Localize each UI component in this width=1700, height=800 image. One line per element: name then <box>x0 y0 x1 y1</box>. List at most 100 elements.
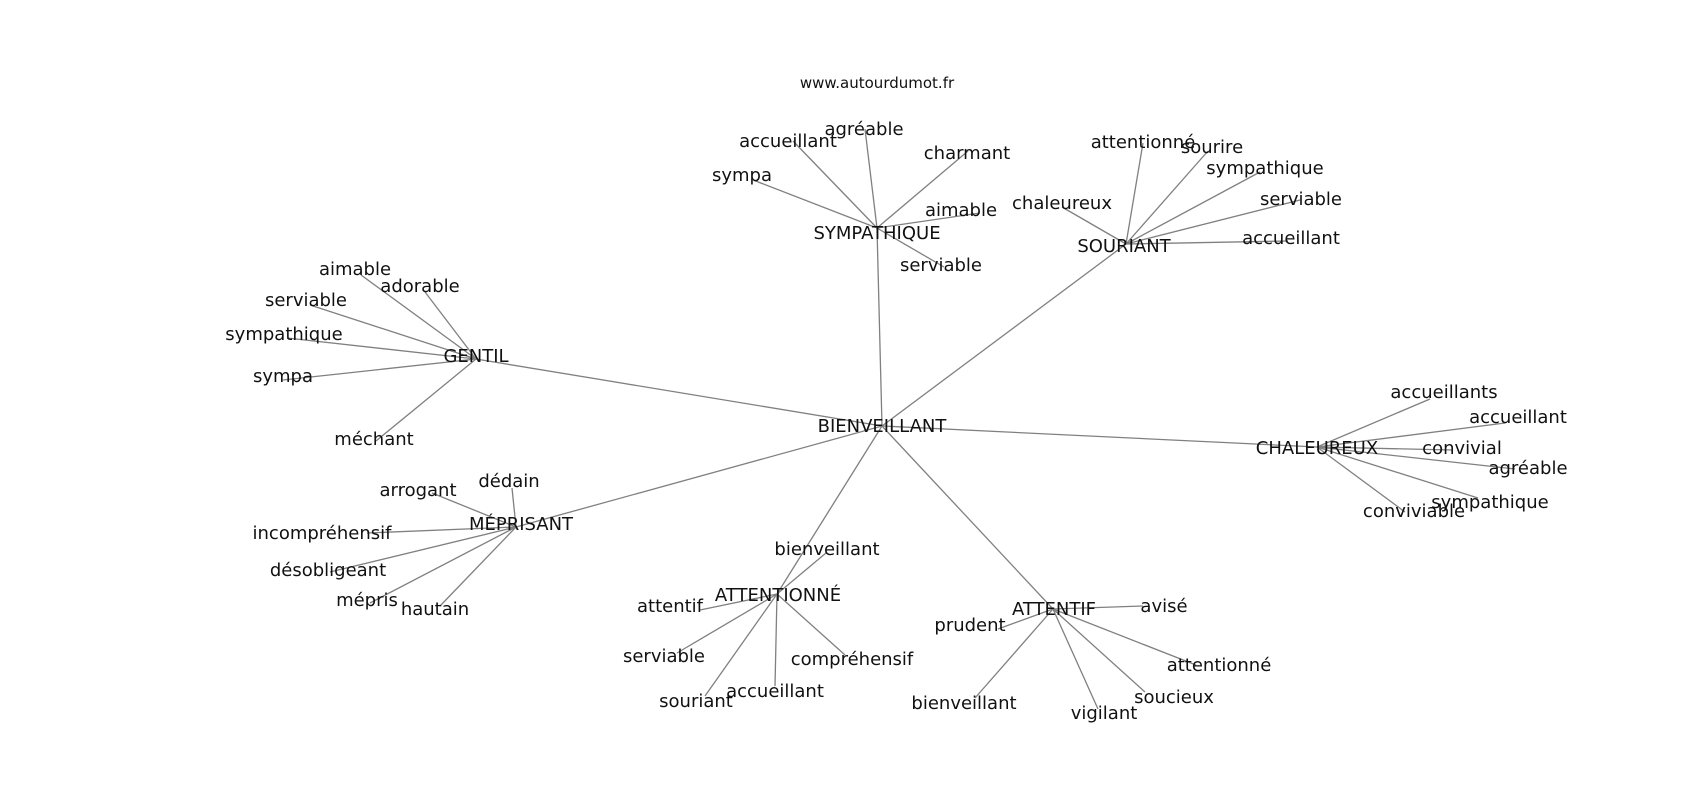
leaf-node-label: désobligeant <box>270 560 386 581</box>
leaf-node-label: agréable <box>1488 458 1567 479</box>
leaf-node-label: soucieux <box>1134 687 1214 708</box>
leaf-node-label: aimable <box>319 259 391 280</box>
leaf-node-label: souriant <box>659 691 733 712</box>
edge-meprisant-leaf <box>439 526 517 607</box>
edge-souriant-leaf <box>1125 240 1289 245</box>
leaf-node-label: accueillant <box>726 681 824 702</box>
leaf-node-label: compréhensif <box>791 649 914 670</box>
leaf-node-label: méchant <box>334 429 413 450</box>
edge-sympathique-leaf <box>752 179 878 229</box>
leaf-node-label: attentionné <box>1167 655 1272 676</box>
hub-node-label-gentil: GENTIL <box>443 346 508 367</box>
leaf-node-label: prudent <box>934 615 1005 636</box>
edge-gentil-leaf <box>360 274 477 360</box>
hub-node-label-attentif: ATTENTIF <box>1012 599 1096 620</box>
edge-souriant-leaf <box>1125 150 1209 245</box>
edge-chaleureux-leaf <box>1316 422 1506 448</box>
edge-gentil-leaf <box>286 337 477 360</box>
edge-souriant-leaf <box>1125 199 1301 245</box>
leaf-node-label: serviable <box>900 255 982 276</box>
leaf-node-label: bienveillant <box>911 693 1016 714</box>
leaf-node-label: sympathique <box>225 324 342 345</box>
leaf-node-label: serviable <box>623 646 705 667</box>
leaf-node-label: accueillants <box>1390 382 1497 403</box>
hub-node-label-chaleureux: CHALEUREUX <box>1256 438 1378 459</box>
leaf-node-label: agréable <box>824 119 903 140</box>
edge-attentionne-leaf <box>699 593 778 611</box>
leaf-node-label: avisé <box>1140 596 1187 617</box>
edge-center-attentionne <box>776 425 883 595</box>
edge-attentionne-leaf <box>776 552 827 595</box>
edge-chaleureux-leaf <box>1316 446 1406 513</box>
edge-chaleureux-leaf <box>1316 446 1516 470</box>
edge-meprisant-leaf <box>366 526 517 534</box>
hub-node-label-sympathique: SYMPATHIQUE <box>813 223 940 244</box>
edge-sympathique-leaf <box>876 150 969 229</box>
leaf-node-label: serviable <box>1260 189 1342 210</box>
edge-sympathique-leaf <box>864 128 878 229</box>
leaf-node-label: dédain <box>478 471 539 492</box>
edge-souriant-leaf <box>1125 142 1144 245</box>
edge-souriant-leaf <box>1061 206 1127 245</box>
leaf-node-label: vigilant <box>1071 703 1138 724</box>
edge-attentif-leaf <box>1052 608 1099 710</box>
edge-gentil-leaf <box>424 291 477 360</box>
leaf-node-label: arrogant <box>379 480 456 501</box>
edge-attentif-leaf <box>1052 605 1144 610</box>
edge-center-souriant <box>881 243 1127 427</box>
edge-chaleureux-leaf <box>1316 446 1479 499</box>
leaf-node-label: sympathique <box>1431 492 1548 513</box>
leaf-node-label: hautain <box>401 599 469 620</box>
edge-center-gentil <box>475 358 883 427</box>
center-node-label: BIENVEILLANT <box>818 416 948 437</box>
edge-souriant-leaf <box>1125 171 1261 245</box>
edge-center-sympathique <box>876 227 883 427</box>
edge-gentil-leaf <box>375 358 477 442</box>
edge-attentif-leaf <box>974 608 1054 699</box>
leaf-node-label: accueillant <box>1469 407 1567 428</box>
leaf-node-label: sympa <box>253 366 313 387</box>
graph-edges <box>282 128 1516 710</box>
leaf-node-label: accueillant <box>739 131 837 152</box>
site-credit: www.autourdumot.fr <box>800 74 955 92</box>
leaf-node-label: sympathique <box>1206 158 1323 179</box>
edge-center-attentif <box>881 425 1054 610</box>
leaf-node-label: serviable <box>265 290 347 311</box>
leaf-node-label: adorable <box>380 276 459 297</box>
edge-sympathique-leaf <box>876 227 945 268</box>
leaf-node-label: mépris <box>336 590 398 611</box>
edge-attentif-leaf <box>1052 608 1146 693</box>
edge-attentionne-leaf <box>704 593 778 697</box>
leaf-node-label: chaleureux <box>1012 193 1112 214</box>
graph-labels: www.autourdumot.fr BIENVEILLANT SYMPATHIQ… <box>225 74 1567 724</box>
hub-node-label-souriant: SOURIANT <box>1077 236 1171 257</box>
edge-attentionne-leaf <box>774 593 778 687</box>
edge-gentil-leaf <box>282 358 477 381</box>
leaf-node-label: attentif <box>637 596 704 617</box>
leaf-node-label: convivial <box>1422 438 1502 459</box>
edge-attentif-leaf <box>1052 608 1197 666</box>
leaf-node-label: charmant <box>924 143 1010 164</box>
edge-center-meprisant <box>515 425 883 528</box>
edge-chaleureux-leaf <box>1316 398 1431 448</box>
edge-meprisant-leaf <box>329 526 517 573</box>
edge-sympathique-leaf <box>876 212 981 229</box>
edge-meprisant-leaf <box>431 492 517 528</box>
edge-sympathique-leaf <box>792 140 878 229</box>
edge-center-chaleureux <box>881 425 1318 448</box>
leaf-node-label: bienveillant <box>774 539 879 560</box>
hub-node-label-meprisant: MÉPRISANT <box>469 513 574 535</box>
edge-chaleureux-leaf <box>1316 446 1453 451</box>
edge-meprisant-leaf <box>511 487 517 528</box>
hub-node-label-attentionne: ATTENTIONNÉ <box>715 584 841 606</box>
leaf-node-label: attentionné <box>1091 132 1196 153</box>
leaf-node-label: sympa <box>712 165 772 186</box>
leaf-node-label: sourire <box>1181 137 1243 158</box>
edge-attentionne-leaf <box>776 593 846 656</box>
leaf-node-label: conviviable <box>1363 501 1465 522</box>
edge-attentionne-leaf <box>676 593 778 654</box>
edge-meprisant-leaf <box>369 526 517 604</box>
leaf-node-label: accueillant <box>1242 228 1340 249</box>
edge-gentil-leaf <box>309 304 477 360</box>
